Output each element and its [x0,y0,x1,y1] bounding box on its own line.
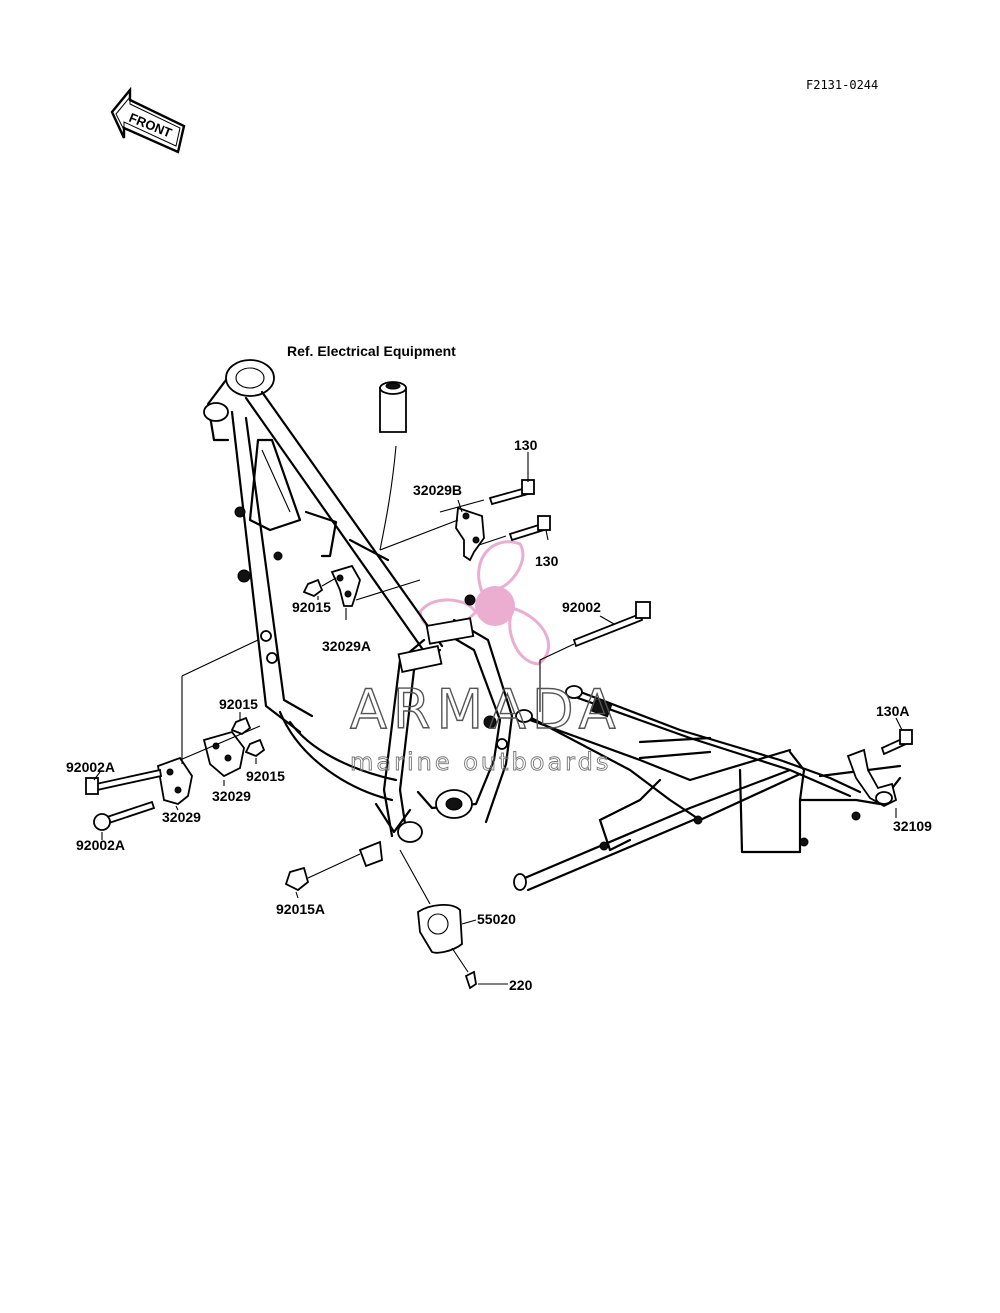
part-label-220: 220 [509,977,533,993]
leader-line-mount-mid [179,725,261,761]
watermark-title: ARMADA [350,678,622,741]
leader-line-mount-top [181,639,259,677]
bracket-32029-left [156,756,193,805]
bolt-92002A-bottom [93,800,156,831]
front-arrow-icon: FRONT [110,86,186,154]
part-label-92015-a: 92015 [219,696,258,712]
bracket-32029B [379,506,485,562]
part-label-32029B: 32029B [413,482,462,498]
ref-electrical-sleeve [379,381,407,551]
part-label-92002: 92002 [562,599,601,615]
nut-92015A [284,840,383,892]
watermark-propeller-logo [418,540,551,666]
bolt-130-top [439,479,535,513]
main-frame [203,359,514,843]
part-label-32029-left: 32029 [162,809,201,825]
part-label-32029A: 32029A [322,638,371,654]
screw-220 [451,947,477,990]
part-label-130-top: 130 [514,437,538,453]
part-label-92002A-bottom: 92002A [76,837,125,853]
part-label-55020: 55020 [477,911,516,927]
nut-92015-b [244,738,266,758]
part-label-130-mid: 130 [535,553,559,569]
reference-note: Ref. Electrical Equipment [287,343,456,359]
bolt-130A [880,729,913,756]
watermark-subtitle: marine outboards [350,748,611,776]
part-label-92015A: 92015A [276,901,325,917]
bolt-92002 [539,601,651,712]
bolt-130-mid [469,515,551,549]
nut-92015-left [302,577,337,598]
diagram-code: F2131-0244 [806,78,878,92]
bracket-32029-right [202,730,245,778]
bolt-92002A-top [85,768,163,795]
part-label-92015-b: 92015 [246,768,285,784]
cover-55020 [399,849,463,954]
nut-92015-a [230,716,252,736]
bracket-32029A [330,564,421,607]
part-label-32109: 32109 [893,818,932,834]
label-leaders [93,452,903,985]
part-label-130A: 130A [876,703,909,719]
part-label-92002A-top: 92002A [66,759,115,775]
part-label-32029-right: 32029 [212,788,251,804]
part-label-92015-left: 92015 [292,599,331,615]
bracket-32109 [846,748,898,808]
